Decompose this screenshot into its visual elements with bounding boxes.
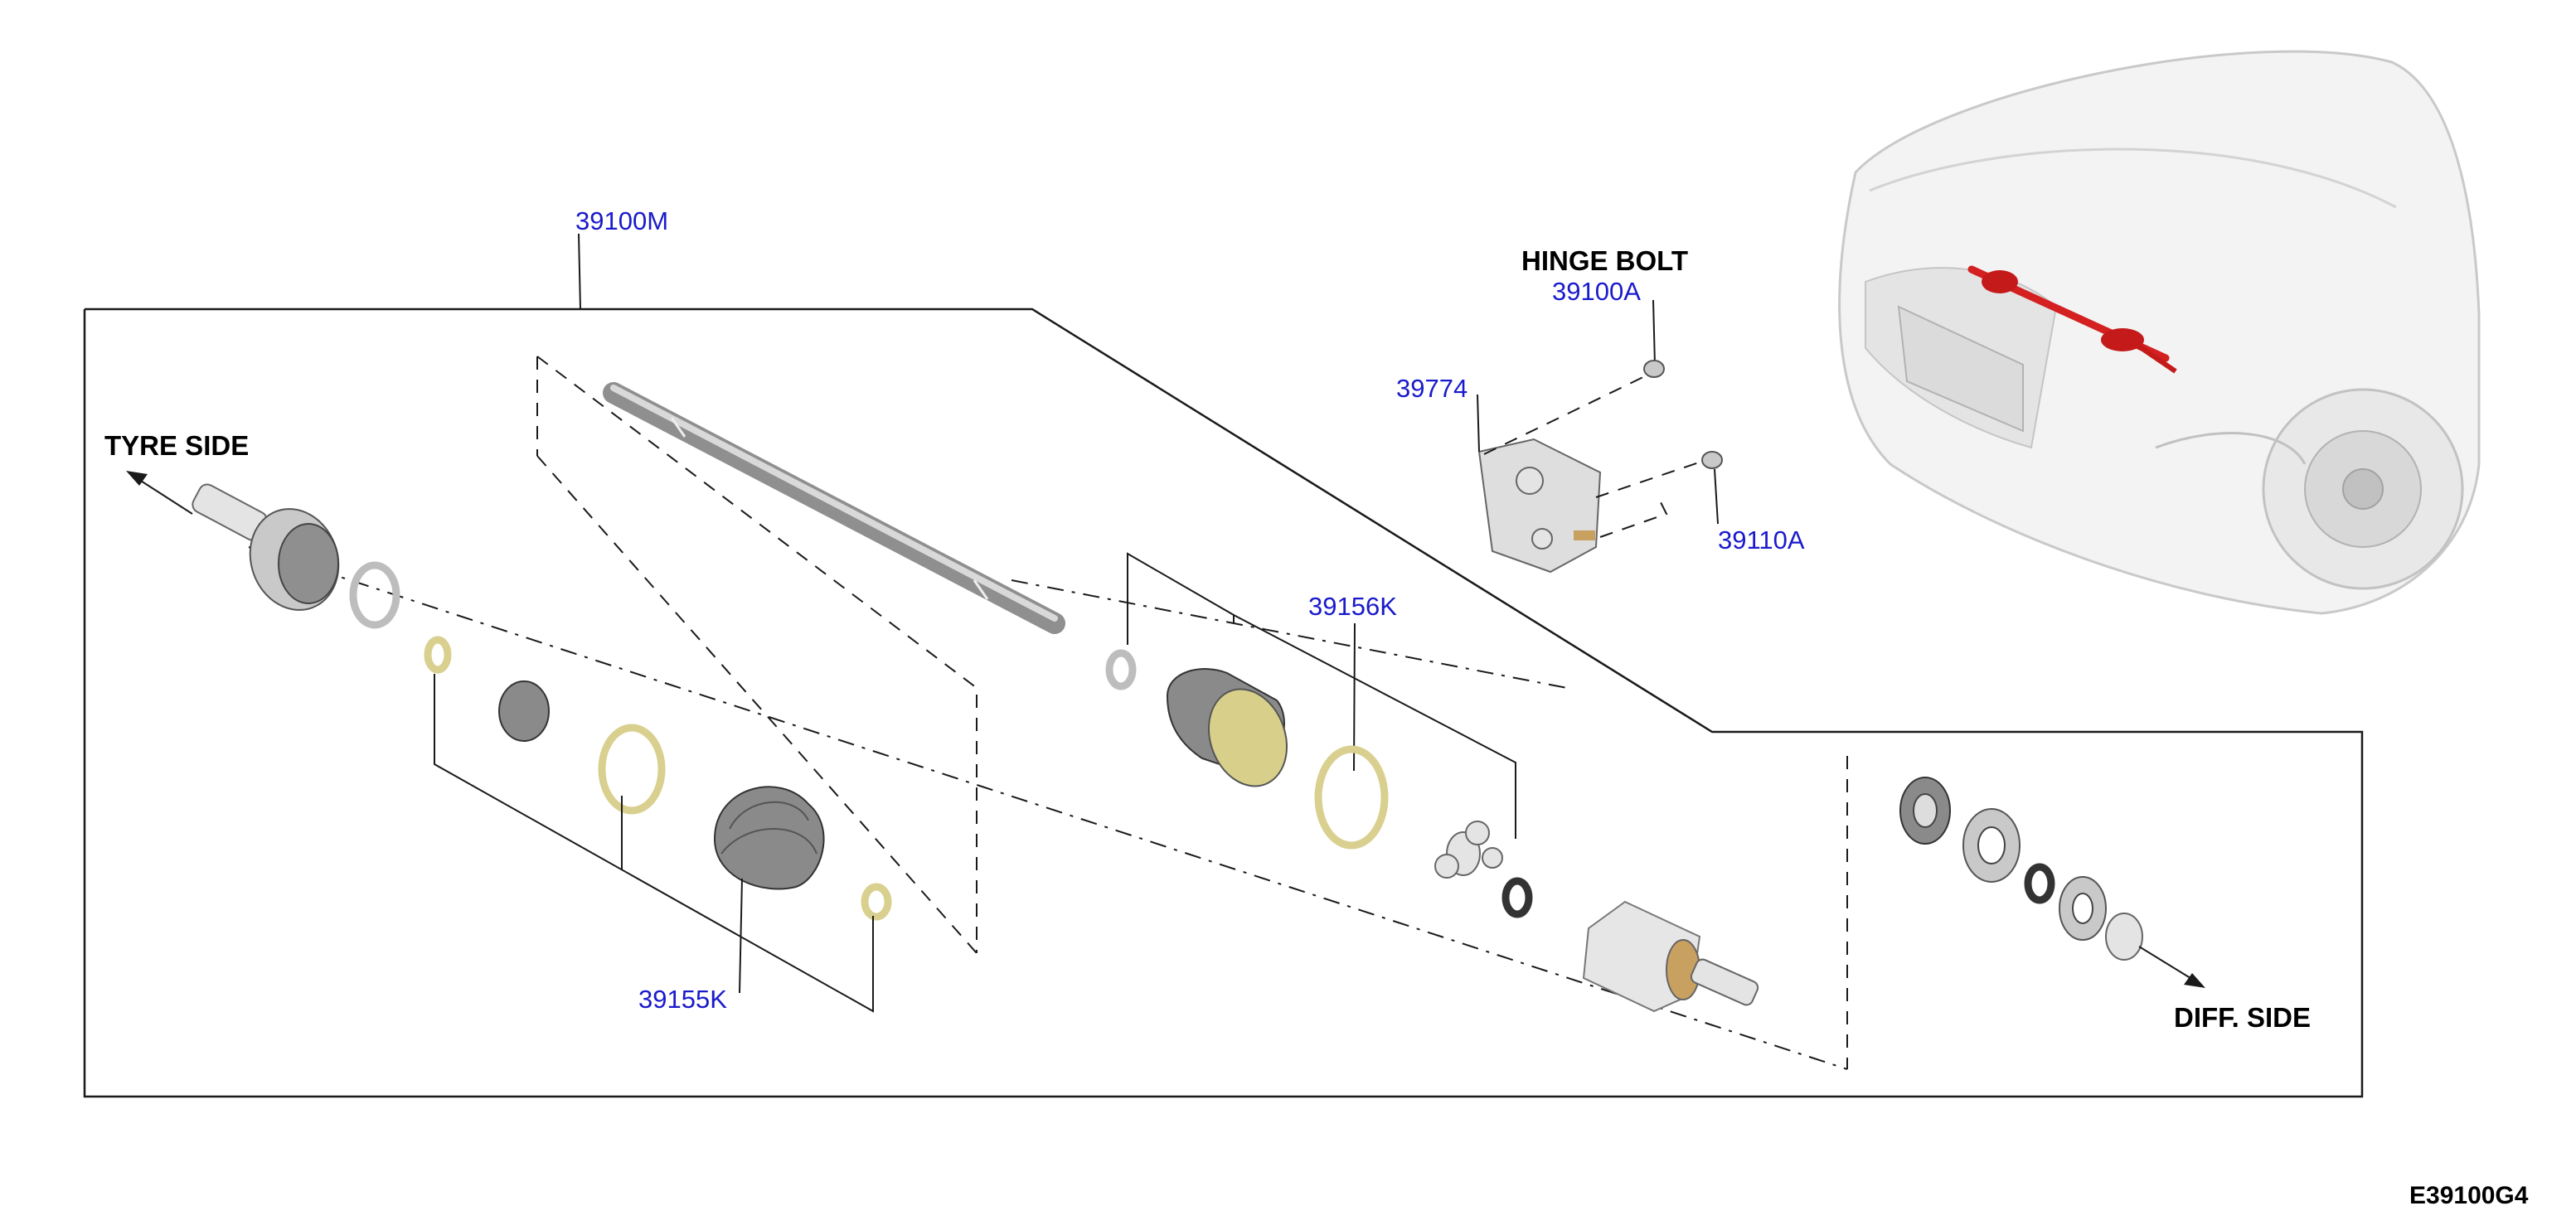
outer-boot-leaders <box>434 674 874 1013</box>
inner-boot-band <box>1314 745 1389 850</box>
hinge-bolts <box>1643 360 1723 469</box>
vehicle-location-illustration <box>1838 50 2481 615</box>
drawing-code: E39100G4 <box>2409 1182 2529 1209</box>
drive-axis-centerline <box>248 546 1848 1070</box>
part-number-hinge-bolt: 39100A <box>1552 277 1641 306</box>
bearing-bracket <box>1477 394 1602 574</box>
part-number-outer-boot: 39155K <box>638 985 727 1014</box>
inner-boot-assembly <box>1105 649 1288 787</box>
tripod-joint <box>1434 821 1533 918</box>
highlighted-drive-shaft <box>1967 265 2177 374</box>
outer-cv-joint <box>192 483 340 611</box>
part-number-bracket: 39774 <box>1396 374 1467 403</box>
bracket-leaders <box>1483 299 1719 538</box>
diff-side-indicator: DIFF. SIDE <box>2138 946 2311 1033</box>
diff-side-label: DIFF. SIDE <box>2174 1002 2311 1033</box>
diff-side-seals <box>1899 777 2143 961</box>
assembly-frame <box>83 233 2364 1098</box>
part-number-inner-boot: 39156K <box>1308 592 1397 621</box>
drive-shaft <box>603 382 1065 634</box>
outer-joint-dashed-box <box>536 356 978 954</box>
part-number-bolt: 39110A <box>1718 525 1805 554</box>
tyre-side-label: TYRE SIDE <box>104 430 249 461</box>
hinge-bolt-label: HINGE BOLT <box>1521 245 1688 276</box>
arrow-right-icon <box>2184 973 2205 988</box>
part-number-assembly: 39100M <box>575 206 668 235</box>
arrow-left-icon <box>126 471 148 486</box>
outer-boot <box>713 786 825 890</box>
tyre-side-indicator: TYRE SIDE <box>104 430 249 515</box>
inner-joint-housing <box>1582 900 1759 1013</box>
outer-side-rings <box>349 561 892 921</box>
